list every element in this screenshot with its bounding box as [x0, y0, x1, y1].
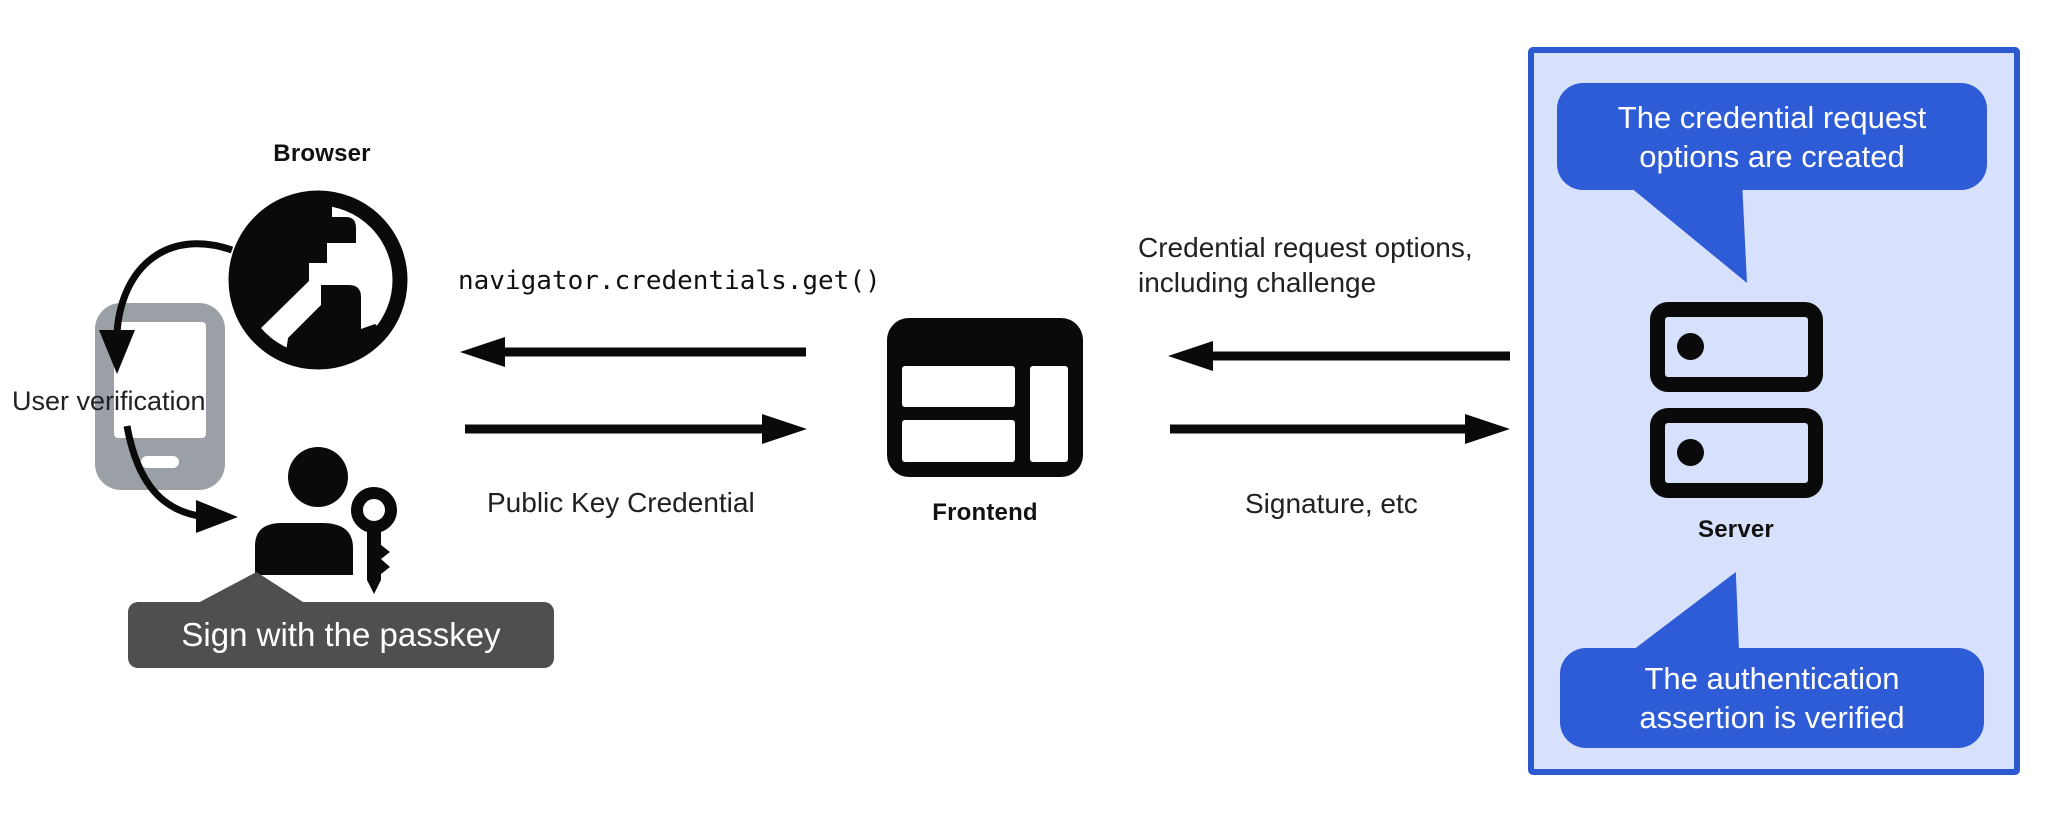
arrow-frontend-to-server	[1170, 414, 1510, 444]
browser-label: Browser	[273, 140, 371, 167]
phone-home-bar	[141, 456, 179, 468]
bubble-top-line1: The credential request	[1617, 99, 1927, 135]
person-with-key-icon	[255, 447, 397, 594]
passkey-tooltip: Sign with the passkey	[128, 602, 554, 668]
server-led-dot	[1677, 333, 1704, 360]
server-stack-icon	[1650, 302, 1823, 392]
credential-options-bubble: The credential request options are creat…	[1557, 83, 1987, 190]
arrow-browser-to-frontend	[465, 414, 807, 444]
user-verification-label: User verification	[12, 386, 206, 416]
globe-icon	[228, 190, 408, 370]
bubble-top-tail	[1630, 187, 1747, 283]
get-call-code-label: navigator.credentials.get()	[458, 266, 881, 296]
bubble-top-line2: options are created	[1639, 138, 1905, 174]
server-panel: The credential request options are creat…	[1528, 47, 2020, 775]
arrow-server-to-frontend	[1168, 341, 1510, 371]
signature-label: Signature, etc	[1245, 488, 1418, 519]
bubble-bottom-line2: assertion is verified	[1639, 700, 1905, 735]
public-key-credential-label: Public Key Credential	[487, 487, 755, 518]
credential-request-options-label: Credential request options, including ch…	[1138, 230, 1473, 300]
server-led-dot	[1677, 439, 1704, 466]
credential-request-line2: including challenge	[1138, 267, 1377, 298]
arrow-frontend-to-browser	[460, 337, 806, 367]
bubble-bottom-tail	[1633, 572, 1739, 650]
browser-window-icon	[887, 318, 1083, 477]
bubble-bottom-line1: The authentication	[1644, 661, 1900, 696]
window-pane	[902, 420, 1015, 462]
passkey-tooltip-text: Sign with the passkey	[181, 616, 501, 653]
server-stack-icon	[1650, 408, 1823, 498]
phone-screen	[114, 322, 206, 438]
assertion-verified-bubble: The authentication assertion is verified	[1560, 648, 1984, 748]
window-pane	[1030, 366, 1068, 462]
frontend-label: Frontend	[932, 499, 1038, 526]
credential-request-line1: Credential request options,	[1138, 232, 1473, 263]
server-label: Server	[1698, 516, 1774, 543]
window-pane	[902, 366, 1015, 407]
